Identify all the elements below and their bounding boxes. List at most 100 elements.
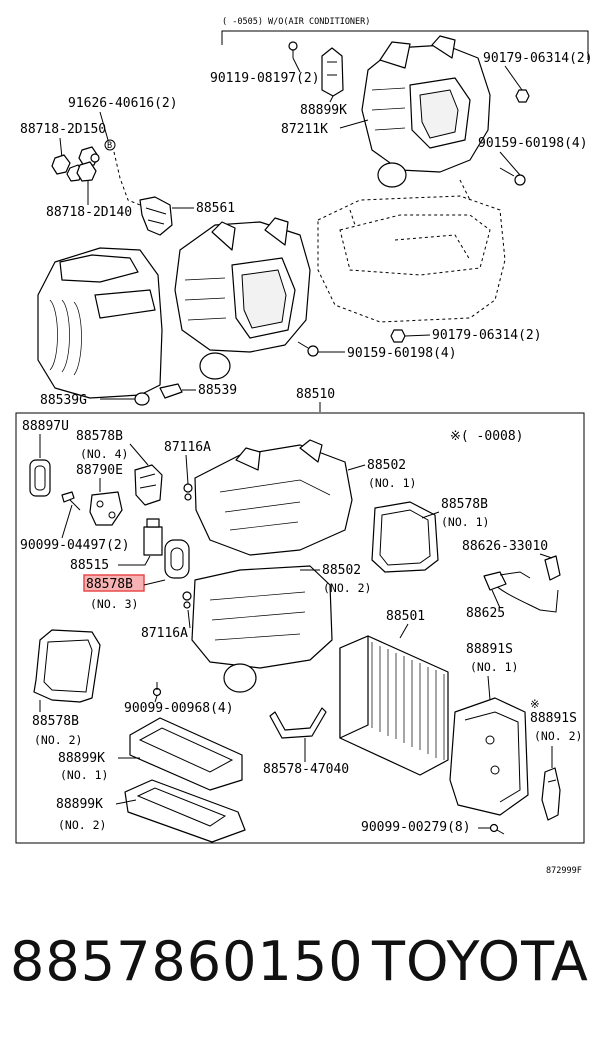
leader-90179-lower — [404, 334, 431, 337]
tube-88578-47040-drawing — [269, 707, 327, 739]
right-housing-drawing — [317, 179, 506, 323]
label-no2-c: (NO. 2) — [534, 729, 582, 743]
label-90099-00968: 90099-00968(4) — [124, 701, 234, 716]
leader-88578b-no4 — [129, 443, 149, 466]
bracket-88899k-top-drawing — [321, 47, 344, 97]
leader-88626 — [539, 553, 553, 559]
label-88891s-no1: 88891S — [466, 642, 513, 657]
leader-88502-no1 — [347, 464, 366, 471]
header-note: ( -0505) W/O(AIR CONDITIONER) — [222, 17, 370, 27]
case-88502-no2-drawing — [191, 565, 333, 693]
screw-90099-00968-drawing — [152, 682, 162, 697]
leader-90099-00968 — [154, 695, 158, 703]
packing-88578b-no3-drawing — [164, 539, 190, 579]
label-88897u: 88897U — [22, 419, 69, 434]
label-87116a-bottom: 87116A — [141, 626, 188, 641]
leader-90099-04497 — [61, 504, 73, 539]
sensor-88626-drawing — [483, 555, 561, 613]
header-bracket — [221, 30, 589, 60]
screw-90119-drawing — [288, 41, 298, 58]
label-no1-d: (NO. 1) — [60, 768, 108, 782]
brand-name: TOYOTA — [372, 930, 589, 993]
label-88891s-no2: 88891S — [530, 711, 577, 726]
leader-91626 — [99, 111, 109, 141]
leader-88578b-no1 — [421, 511, 440, 519]
label-88718-2d150: 88718-2D150 — [20, 122, 106, 137]
actuator-88891s-no1-drawing — [449, 697, 529, 816]
star-marker: ※ — [530, 697, 540, 711]
label-90099-04497: 90099-04497(2) — [20, 538, 130, 553]
blower-unit-upper-drawing — [361, 35, 491, 188]
screw-90099-00279-drawing — [489, 823, 505, 835]
clip-87116a-bottom-drawing — [182, 591, 192, 609]
leader-88718-2d150 — [59, 137, 63, 159]
label-88626-33010: 88626-33010 — [462, 539, 548, 554]
label-88578b-no3: 88578B — [86, 577, 133, 592]
label-88899k-top: 88899K — [300, 103, 347, 118]
leader-90179-upper — [504, 65, 523, 91]
label-no4: (NO. 4) — [80, 447, 128, 461]
leader-88899k-no2 — [115, 799, 137, 805]
nut-90179-upper-drawing — [515, 89, 530, 103]
leader-87116a-bottom — [187, 609, 191, 629]
leader-88578b-no3 — [143, 579, 166, 586]
label-no3: (NO. 3) — [90, 597, 138, 611]
clip-88718-drawing — [51, 146, 100, 182]
leader-90159-upper — [499, 151, 521, 176]
actuator-88891s-no2-drawing — [541, 767, 561, 821]
grommet-88539g-drawing — [134, 392, 150, 406]
label-88578b-no1: 88578B — [441, 497, 488, 512]
gasket-88578b-no2-drawing — [33, 629, 101, 703]
callout-b-letter: B — [107, 141, 112, 151]
label-88899k-no2: 88899K — [56, 797, 103, 812]
label-88502-no2: 88502 — [322, 563, 361, 578]
assembly-frame — [15, 412, 585, 844]
label-no1-a: (NO. 1) — [368, 476, 416, 490]
nut-90179-lower-drawing — [390, 329, 406, 343]
label-88790e: 88790E — [76, 463, 123, 478]
label-88539: 88539 — [198, 383, 237, 398]
label-87116a-top: 87116A — [164, 440, 211, 455]
figure-code: 872999F — [546, 866, 582, 876]
expansion-valve-88515-drawing — [143, 518, 163, 556]
leader-87116a-top — [185, 454, 189, 485]
evaporator-88501-drawing — [339, 635, 449, 776]
leader-88501 — [399, 623, 409, 639]
label-88578b-no4: 88578B — [76, 429, 123, 444]
pipe-88561-drawing — [139, 196, 173, 236]
frame-note: ※( -0008) — [450, 429, 524, 444]
label-91626-40616: 91626-40616(2) — [68, 96, 178, 111]
label-90179-06314-upper: 90179-06314(2) — [483, 51, 593, 66]
case-88502-no1-drawing — [194, 439, 353, 556]
label-88899k-no1: 88899K — [58, 751, 105, 766]
label-90119-08197: 90119-08197(2) — [210, 71, 320, 86]
leader-87211k — [339, 119, 369, 129]
bracket-88790e-drawing — [89, 491, 123, 526]
label-88718-2d140: 88718-2D140 — [46, 205, 132, 220]
blower-unit-middle-drawing — [174, 217, 311, 380]
leader-88891s-no1 — [487, 675, 491, 701]
left-casing-drawing — [37, 247, 163, 399]
screw-90099-04497-drawing — [61, 491, 81, 511]
label-90099-00279: 90099-00279(8) — [361, 820, 471, 835]
callout-circle-b — [104, 139, 116, 151]
tray-88899k-no2-drawing — [124, 779, 246, 843]
dashed-leader-b — [113, 151, 141, 206]
leader-88515 — [118, 555, 151, 566]
plug-88539-drawing — [159, 383, 183, 399]
leader-88625 — [491, 589, 501, 609]
label-88561: 88561 — [196, 201, 235, 216]
leader-90119 — [292, 57, 301, 73]
label-no2-a: (NO. 2) — [323, 581, 371, 595]
label-90159-60198-upper: 90159-60198(4) — [478, 136, 588, 151]
label-88578-47040: 88578-47040 — [263, 762, 349, 777]
label-no1-b: (NO. 1) — [441, 515, 489, 529]
label-88510: 88510 — [296, 387, 335, 402]
clip-87116a-top-drawing — [183, 483, 193, 501]
tray-88899k-no1-drawing — [129, 717, 243, 791]
gasket-88578b-no1-drawing — [371, 501, 439, 573]
label-90179-06314-lower: 90179-06314(2) — [432, 328, 542, 343]
label-88515: 88515 — [70, 558, 109, 573]
bolt-90159-lower-drawing — [297, 341, 319, 357]
valve-88578b-no4-drawing — [134, 464, 163, 506]
